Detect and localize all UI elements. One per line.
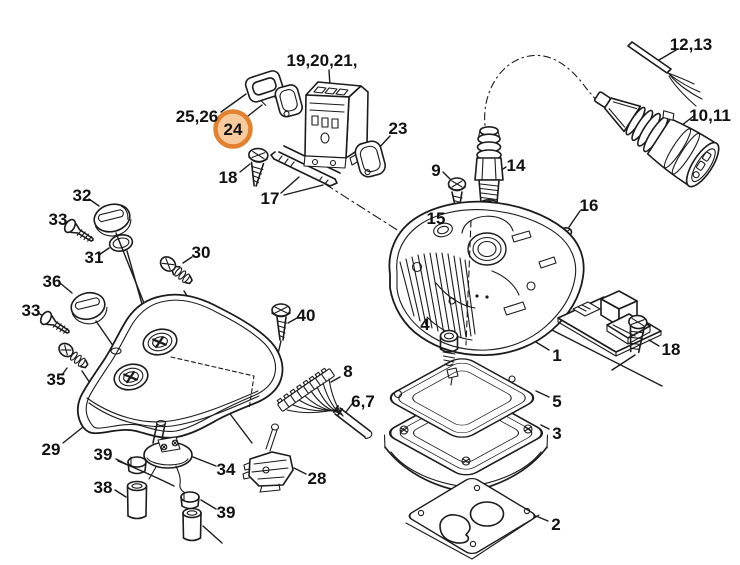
part-screw-33-lower (39, 310, 70, 334)
label-33-upper[interactable]: 33 (49, 210, 68, 229)
label-2[interactable]: 2 (551, 515, 560, 534)
tank-port-upper (142, 328, 178, 356)
label-38[interactable]: 38 (94, 478, 113, 497)
part-housing-1 (388, 200, 585, 356)
part-plate-2 (405, 477, 540, 560)
label-18-right[interactable]: 18 (662, 340, 681, 359)
part-cable-6-7 (333, 405, 373, 439)
label-1[interactable]: 1 (552, 346, 561, 365)
label-18-top[interactable]: 18 (219, 168, 238, 187)
tank-port-lower (113, 363, 149, 391)
part-gland-14 (474, 126, 504, 233)
label-9[interactable]: 9 (431, 161, 440, 180)
label-39-left[interactable]: 39 (94, 445, 113, 464)
label-40[interactable]: 40 (297, 306, 316, 325)
part-contactor-19-20-21 (303, 81, 370, 169)
label-28[interactable]: 28 (308, 469, 327, 488)
part-cap-39-right (180, 491, 200, 510)
highlight-circle (213, 109, 253, 149)
part-valve-34 (143, 419, 193, 495)
part-bracket-25-26 (244, 70, 284, 106)
label-5[interactable]: 5 (552, 392, 561, 411)
label-23[interactable]: 23 (389, 119, 408, 138)
part-cap-32 (93, 203, 132, 237)
cooling-fins (399, 252, 476, 338)
label-4[interactable]: 4 (420, 315, 430, 334)
part-screw-18-top (248, 147, 269, 187)
label-6-7[interactable]: 6,7 (351, 392, 375, 411)
label-14[interactable]: 14 (507, 156, 526, 175)
part-oring-31 (108, 234, 134, 252)
part-tank-29 (76, 293, 284, 439)
part-tube-38-left (126, 480, 148, 520)
label-10-11[interactable]: 10,11 (689, 106, 731, 125)
part-cover-24 (274, 84, 303, 118)
label-33-lower[interactable]: 33 (22, 301, 41, 320)
label-31[interactable]: 31 (85, 248, 104, 267)
label-32[interactable]: 32 (73, 186, 92, 205)
label-39-right[interactable]: 39 (217, 503, 236, 522)
part-cap-36 (70, 291, 108, 325)
label-12-13[interactable]: 12,13 (670, 35, 713, 54)
part-screw-4 (439, 329, 459, 367)
part-harness-8 (276, 367, 344, 417)
part-cap-39-left (127, 456, 147, 475)
label-36[interactable]: 36 (43, 272, 62, 291)
label-8[interactable]: 8 (343, 362, 352, 381)
part-cable-12-13 (627, 41, 703, 107)
label-30[interactable]: 30 (192, 243, 211, 262)
highlighted-part-24[interactable]: 24 (213, 109, 253, 149)
part-tube-38-right (182, 507, 202, 542)
part-screw-18-right (628, 314, 648, 354)
label-19-20-21[interactable]: 19,20,21, (287, 51, 358, 70)
part-number-labels: 19,20,21, 12,13 10,11 25,26 23 18 17 9 1… (22, 35, 731, 534)
label-29[interactable]: 29 (42, 440, 61, 459)
part-cover-23 (354, 140, 386, 178)
label-35[interactable]: 35 (47, 370, 66, 389)
part-plug-10-11 (593, 91, 720, 188)
label-25-26[interactable]: 25,26 (176, 107, 219, 126)
part-screw-35 (58, 342, 89, 369)
label-24: 24 (224, 120, 243, 139)
part-screw-33-upper (63, 218, 94, 242)
label-16[interactable]: 16 (580, 196, 599, 215)
label-15[interactable]: 15 (427, 209, 446, 228)
part-valve-28 (242, 423, 294, 493)
label-34[interactable]: 34 (217, 460, 236, 479)
part-gasket-5 (389, 358, 535, 438)
label-17[interactable]: 17 (261, 189, 280, 208)
part-screw-40 (271, 303, 291, 341)
signal-cable (484, 54, 597, 137)
part-screw-30 (159, 256, 193, 285)
label-3[interactable]: 3 (552, 424, 561, 443)
